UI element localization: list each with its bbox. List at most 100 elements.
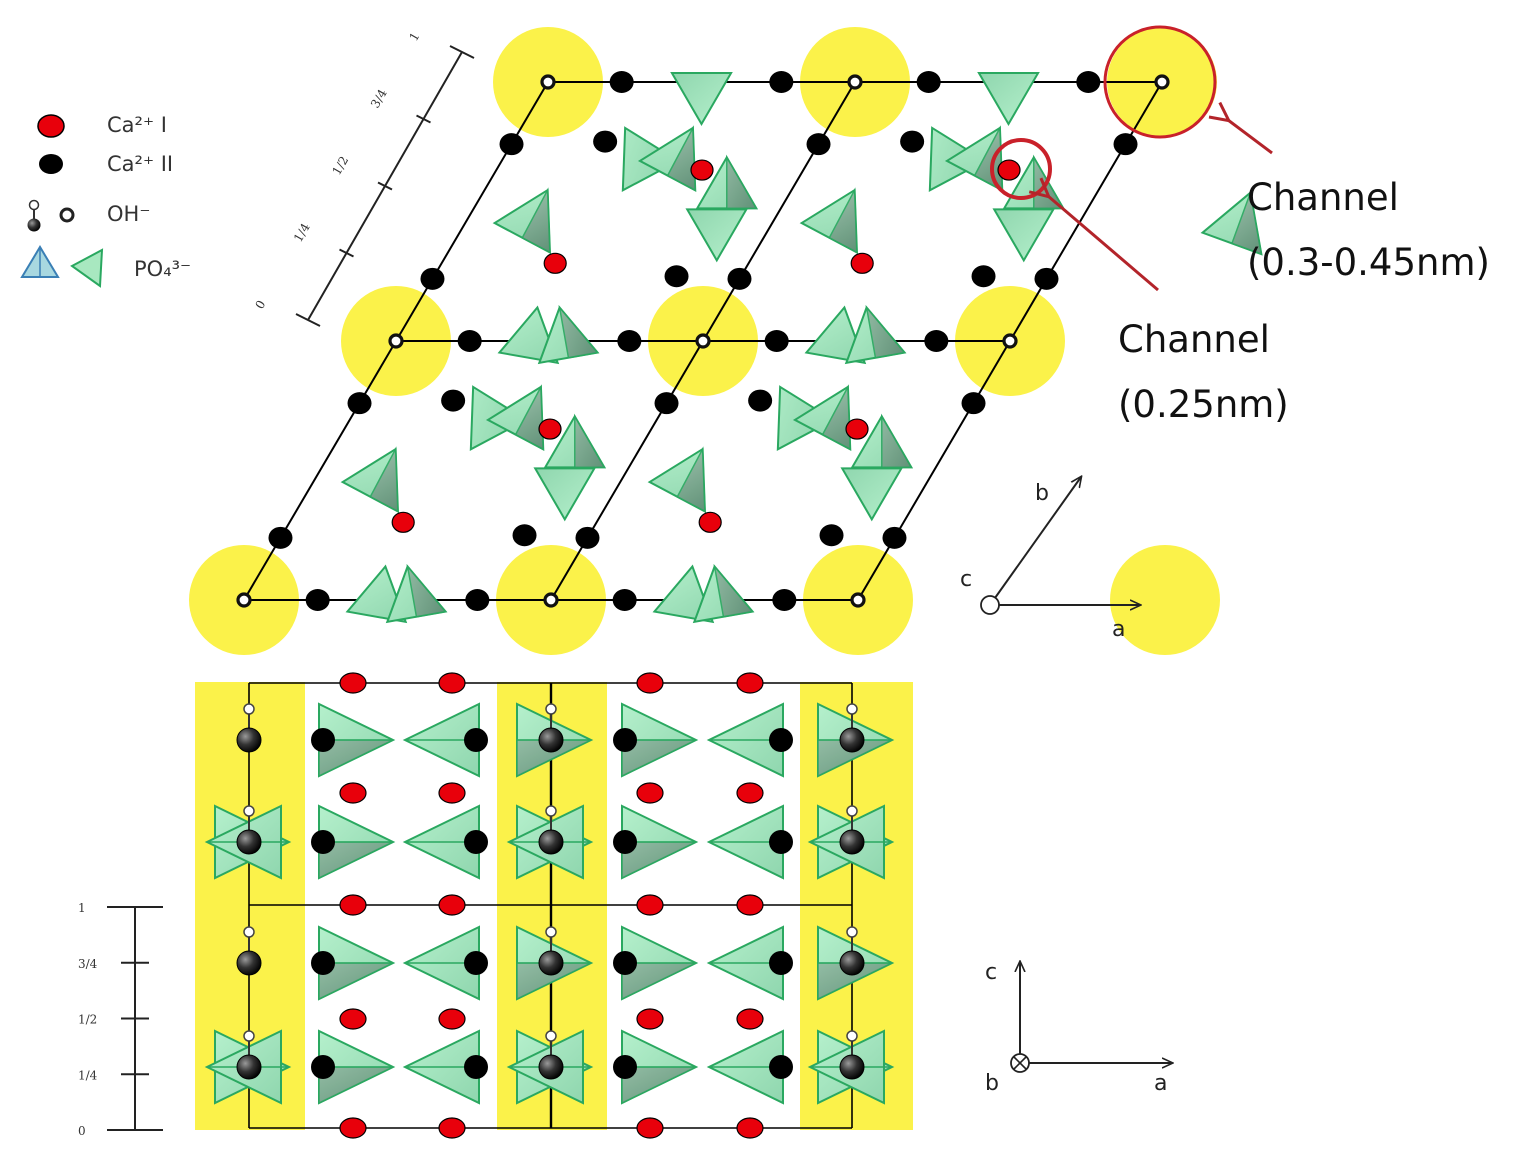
ca2-atom — [311, 1055, 335, 1079]
po4-tetrahedron — [492, 187, 552, 255]
ca2-atom — [457, 330, 482, 352]
oh-group — [695, 333, 711, 349]
bottom-scale-label: 3/4 — [78, 957, 98, 971]
small-channel-highlight-ring — [990, 138, 1052, 200]
oh-group — [236, 926, 262, 976]
ca2-atom — [924, 330, 949, 352]
oh-group — [236, 592, 252, 608]
po4-tetrahedron — [944, 125, 1004, 192]
ca2-atom — [613, 951, 637, 975]
ca2-atom — [769, 728, 793, 752]
ca1-atom — [339, 672, 367, 694]
oh-group — [538, 703, 564, 753]
ca1-atom — [543, 252, 567, 274]
po4-tetrahedron — [537, 304, 600, 365]
po4-tetrahedron — [992, 208, 1056, 263]
oh-legend-label: OH⁻ — [107, 202, 150, 226]
ca1-atom — [636, 672, 664, 694]
ca1-atom — [736, 894, 764, 916]
ca1-atom — [845, 418, 869, 440]
top-scale-label: 0 — [252, 298, 268, 312]
bottom-scale-label: 1 — [78, 901, 86, 915]
scale-tick — [416, 114, 431, 124]
ca2-atom — [664, 265, 689, 288]
oh-legend-swatch — [27, 199, 75, 232]
top-fractional-scale: 01/41/23/41 — [252, 30, 475, 327]
b-axis-arrow — [989, 477, 1081, 606]
ca1-atom — [438, 782, 466, 804]
top-phosphate-tetrahedra — [340, 72, 1263, 624]
ca1-atom — [339, 782, 367, 804]
ca2-atom — [593, 130, 618, 153]
oh-group — [839, 703, 865, 753]
top-view-ab-plane — [189, 25, 1263, 655]
oh-group — [1154, 74, 1170, 90]
scale-tick — [377, 181, 393, 191]
oh-group — [236, 805, 262, 855]
ca2-atom — [617, 330, 642, 352]
ca2-atom — [311, 830, 335, 854]
large-channel-callout-arrow — [1228, 120, 1273, 155]
po4-tetrahedron — [533, 467, 597, 522]
po4-tetrahedron — [345, 564, 408, 624]
ca2-atom — [971, 265, 996, 288]
bottom-axis-origin-label: b — [985, 1071, 999, 1096]
ca2-atom — [882, 526, 907, 549]
ca1-legend-swatch — [37, 114, 65, 138]
po4-tetrahedron — [804, 305, 867, 365]
small-channel-callout-arrow — [1048, 196, 1159, 292]
ca2-legend-swatch — [39, 154, 63, 174]
po4-tetrahedron — [497, 305, 560, 365]
po4-legend-label: PO₄³⁻ — [134, 257, 191, 281]
ca2-atom — [1113, 133, 1138, 156]
top-axis-x-label: a — [1112, 617, 1125, 642]
ca2-atom — [769, 1055, 793, 1079]
po4-tetrahedron — [670, 72, 733, 126]
po4-tetrahedron — [485, 384, 545, 451]
small-channel-callout-line1: Channel — [1118, 318, 1270, 361]
top-scale-label: 3/4 — [368, 86, 390, 110]
oh-group — [847, 74, 863, 90]
po4-tetrahedron — [621, 925, 699, 1001]
ca2-atom — [311, 951, 335, 975]
ca1-atom — [636, 1117, 664, 1139]
po4-tetrahedron — [977, 72, 1040, 126]
ca2-atom — [769, 830, 793, 854]
ca2-atom — [347, 392, 372, 415]
oh-group — [538, 1030, 564, 1080]
large-channel-highlight-ring — [1103, 25, 1217, 139]
ca2-atom — [499, 133, 524, 156]
top-atoms — [236, 71, 1170, 611]
bottom-view-ac-plane — [195, 672, 913, 1139]
ca2-atom — [441, 389, 466, 412]
ca1-atom — [339, 1008, 367, 1030]
ca1-atom — [438, 894, 466, 916]
ca2-atom — [609, 71, 634, 93]
po4-tetrahedron — [799, 187, 859, 255]
oh-group — [543, 592, 559, 608]
ca1-atom — [690, 159, 714, 181]
ca2-atom — [311, 728, 335, 752]
ca1-atom — [736, 782, 764, 804]
ca2-legend-label: Ca²⁺ II — [107, 152, 173, 176]
oh-group — [850, 592, 866, 608]
ca2-atom — [900, 130, 925, 153]
bottom-axis-x-label: a — [1154, 1071, 1167, 1096]
po4-tetrahedron — [340, 446, 400, 514]
b-axis-into-plane-icon — [1010, 1053, 1030, 1073]
ca1-atom — [997, 159, 1021, 181]
ca1-atom — [636, 1008, 664, 1030]
ca1-atom — [636, 894, 664, 916]
oh-group — [236, 703, 262, 753]
scale-tick — [295, 313, 321, 327]
top-axis-indicator: a b c — [960, 477, 1140, 642]
ca1-atom — [736, 672, 764, 694]
po4-tetrahedron — [621, 1029, 699, 1105]
ca1-atom — [736, 1117, 764, 1139]
ca1-atom — [339, 894, 367, 916]
po4-tetrahedron — [637, 125, 697, 192]
bottom-fractional-scale: 01/41/23/41 — [78, 901, 163, 1138]
po4-tetrahedron — [844, 304, 907, 365]
ca2-atom — [464, 830, 488, 854]
po4-tetrahedron — [792, 384, 852, 451]
